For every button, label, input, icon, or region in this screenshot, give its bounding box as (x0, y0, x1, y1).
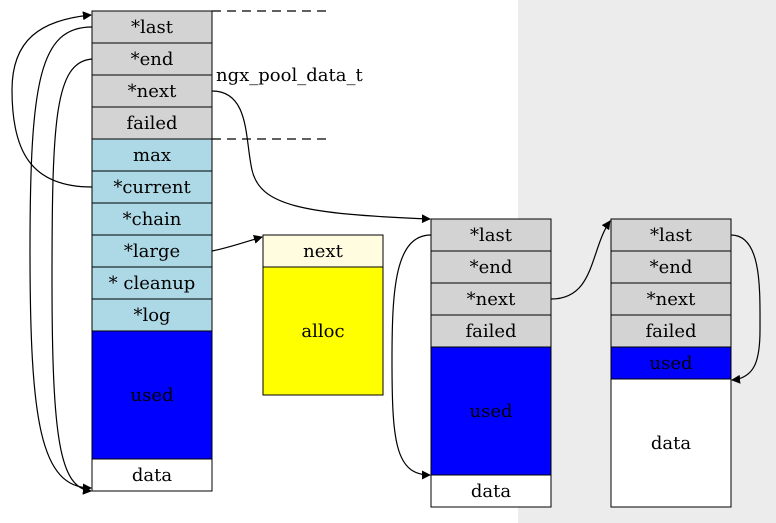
main-pool-cell-next (91, 74, 213, 108)
pool-2-cell-next (430, 282, 552, 316)
arrow-large-to-large-block (211, 234, 263, 252)
pool-3-label-used: used (649, 353, 692, 374)
large-block-cell-alloc (262, 266, 384, 396)
annotation: ngx_pool_data_t (212, 10, 363, 140)
pool-3-cell-next (610, 282, 732, 316)
main-pool-cell-large (91, 234, 213, 268)
pool-3-label-end: *end (650, 257, 693, 278)
pool-2-label-used: used (469, 401, 512, 422)
pool-3-cell-last (610, 218, 732, 252)
main-pool-cell-cleanup (91, 266, 213, 300)
large-block-cell-next (262, 234, 384, 268)
pool-3-cell-used (610, 346, 732, 380)
pool-3: *last *end *next failed used data (610, 218, 732, 508)
main-pool-label-data: data (132, 465, 172, 486)
main-pool-label-max: max (133, 145, 171, 166)
pool-2-label-failed: failed (465, 321, 516, 342)
pool-2-cell-data (430, 474, 552, 508)
main-pool-label-next: *next (128, 81, 177, 102)
pool-3-label-last: *last (650, 225, 693, 246)
arrow-pool-2-next-to-pool-3 (550, 220, 611, 300)
connectors (11, 11, 761, 495)
main-pool-label-last: *last (131, 17, 174, 38)
pool-2: *last *end *next failed used data (430, 218, 552, 508)
large-block-label-next: next (303, 241, 343, 262)
main-pool-label-log: *log (133, 305, 170, 326)
pool-2-cell-last (430, 218, 552, 252)
pool-2-label-last: *last (470, 225, 513, 246)
main-pool-label-current: *current (113, 177, 191, 198)
arrow-next-to-pool-2 (211, 90, 431, 224)
pool-2-cell-end (430, 250, 552, 284)
pool-2-label-end: *end (470, 257, 513, 278)
main-pool: *last *end *next failed max *current *ch… (91, 10, 213, 492)
pool-2-label-data: data (471, 481, 511, 502)
pool-3-cell-end (610, 250, 732, 284)
pool-3-label-next: *next (647, 289, 696, 310)
main-pool-cell-log (91, 298, 213, 332)
arrow-end-to-data-bottom (51, 58, 93, 495)
pool-3-label-data: data (651, 433, 691, 454)
pool-3-cell-data (610, 378, 732, 508)
pool-2-cell-failed (430, 314, 552, 348)
main-pool-cell-end (91, 42, 213, 76)
main-pool-cell-last (91, 10, 213, 44)
main-pool-label-failed: failed (126, 113, 177, 134)
arrow-current-to-self (11, 11, 93, 188)
pool-3-cell-failed (610, 314, 732, 348)
main-pool-label-used: used (130, 385, 173, 406)
pool-3-label-failed: failed (645, 321, 696, 342)
main-pool-label-chain: *chain (123, 209, 182, 230)
arrow-pool-2-last-to-data (391, 234, 432, 480)
large-block-label-alloc: alloc (301, 321, 344, 342)
main-pool-label-cleanup: * cleanup (109, 273, 196, 294)
large-block: next alloc (262, 234, 384, 396)
main-pool-cell-data (91, 458, 213, 492)
main-pool-label-large: *large (124, 241, 180, 262)
arrow-last-to-data (29, 26, 93, 493)
pool-2-cell-used (430, 346, 552, 476)
main-pool-cell-chain (91, 202, 213, 236)
main-pool-label-end: *end (131, 49, 174, 70)
arrow-pool-3-last-to-data (730, 234, 761, 384)
pool-data-type-label: ngx_pool_data_t (216, 65, 363, 86)
pool-2-label-next: *next (467, 289, 516, 310)
